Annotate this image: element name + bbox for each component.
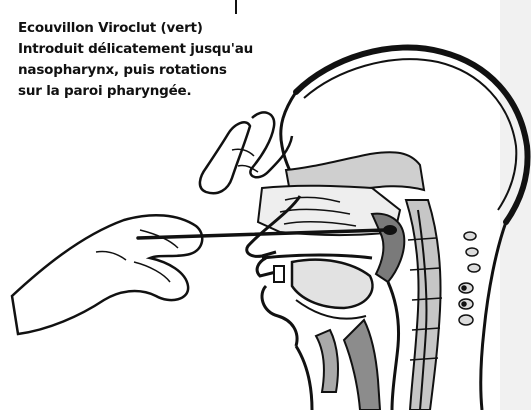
upper-hand-fingers — [250, 112, 292, 177]
teeth — [274, 266, 284, 282]
tongue — [292, 260, 372, 308]
swab-tip — [383, 225, 397, 235]
nasopharynx — [372, 214, 404, 282]
spinous-processes — [459, 232, 480, 325]
lower-hand — [12, 215, 202, 334]
palate — [262, 255, 372, 258]
pharynx-wall — [388, 282, 399, 410]
larynx — [316, 330, 338, 392]
neck-front — [296, 346, 312, 410]
airway — [344, 320, 380, 410]
lower-lip-chin — [262, 286, 297, 346]
upper-hand — [200, 122, 250, 193]
